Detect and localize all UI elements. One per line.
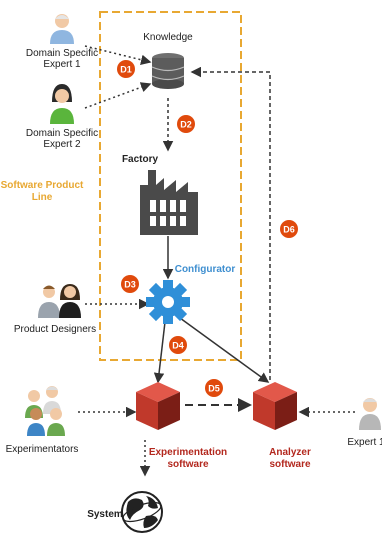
experimentators-icon [25, 386, 65, 436]
knowledge-label: Knowledge [143, 32, 193, 43]
gear-icon [146, 280, 190, 324]
badge-d4: D4 [169, 336, 187, 354]
badge-d2-label: D2 [180, 120, 192, 130]
expert1-avatar-icon [50, 14, 74, 44]
analyzer-software-cube-icon [253, 382, 297, 430]
expert1-label-line2: Expert 1 [43, 59, 81, 70]
factory-label: Factory [122, 154, 159, 165]
badge-d5-label: D5 [208, 384, 220, 394]
database-icon [151, 53, 185, 89]
product-designers-icon [38, 284, 81, 318]
analyzer-software-label-line2: software [269, 459, 311, 470]
experimentators-label: Experimentators [6, 444, 79, 455]
experimentation-software-cube-icon [136, 382, 180, 430]
spl-boundary [99, 11, 242, 361]
expert-label: Expert 1 [347, 437, 382, 448]
edge-configurator-analyzer [179, 317, 270, 383]
expert1-label-line1: Domain Specific [26, 48, 98, 59]
badge-d2: D2 [177, 115, 195, 133]
badge-d5: D5 [205, 379, 223, 397]
spl-label-line2: Line [32, 192, 53, 203]
edge-expert1-knowledge [84, 45, 152, 65]
factory-icon [140, 170, 198, 235]
expert2-avatar-icon [50, 84, 74, 124]
badge-d6-label: D6 [283, 225, 295, 235]
edge-configurator-experimentation [153, 321, 166, 384]
badge-d6: D6 [280, 220, 298, 238]
expert-avatar-icon [359, 398, 381, 430]
analyzer-software-label-line1: Analyzer [269, 447, 311, 458]
edge-expert2-knowledge [84, 82, 152, 109]
badge-d4-label: D4 [172, 341, 184, 351]
system-label: System [87, 509, 123, 520]
expert2-label-line2: Expert 2 [43, 139, 81, 150]
experimentation-software-label-line2: software [167, 459, 209, 470]
spl-label-line1: Software Product [1, 180, 84, 191]
globe-icon [121, 491, 163, 533]
product-designers-label: Product Designers [14, 324, 96, 335]
badge-d3: D3 [121, 275, 139, 293]
badge-d3-label: D3 [124, 280, 136, 290]
configurator-label: Configurator [175, 264, 236, 275]
badge-d1: D1 [117, 60, 135, 78]
edge-analyzer-knowledge [190, 66, 271, 380]
expert2-label-line1: Domain Specific [26, 128, 98, 139]
experimentation-software-label-line1: Experimentation [149, 447, 227, 458]
badge-d1-label: D1 [120, 65, 132, 75]
